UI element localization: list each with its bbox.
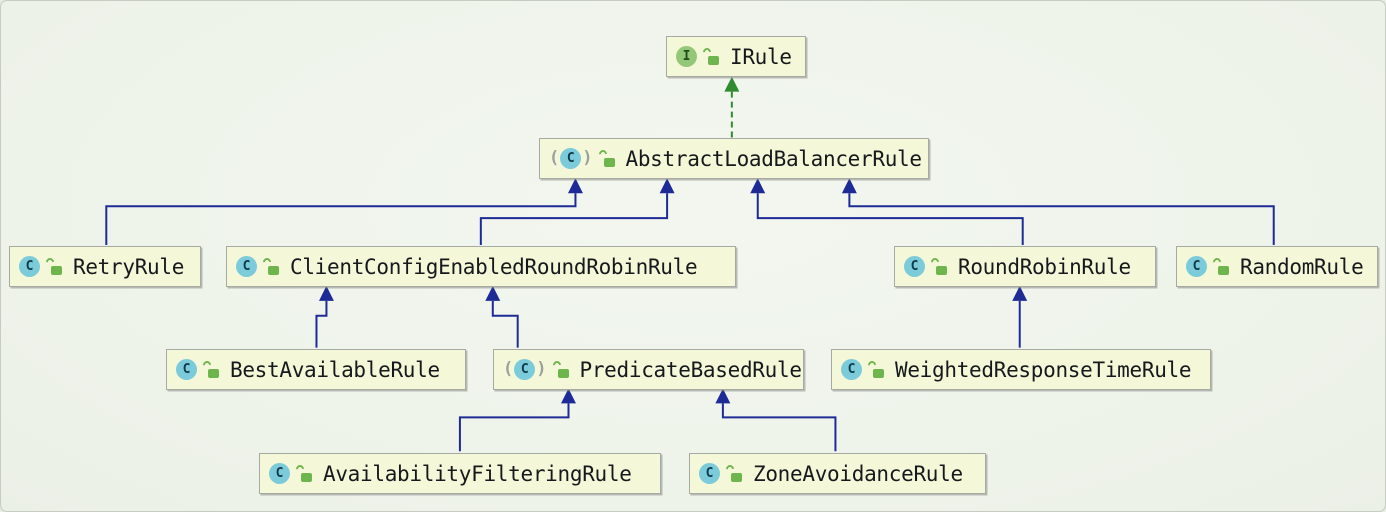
class-icon: C: [176, 359, 197, 380]
edge-BestAvailableRule-extends-ClientConfigEnabledRoundRobinRule: [315, 285, 334, 348]
edge-ZoneAvoidanceRule-extends-PredicateBasedRule: [715, 388, 837, 452]
class-name-label: PredicateBasedRule: [579, 357, 802, 382]
class-icon: C: [841, 359, 862, 380]
class-name-label: AbstractLoadBalancerRule: [625, 146, 923, 171]
abstract-class-icon: C: [549, 148, 593, 169]
public-lock-icon: [596, 148, 615, 167]
class-name-label: IRule: [730, 44, 792, 69]
class-name-label: AvailabilityFilteringRule: [323, 461, 632, 486]
public-lock-icon: [550, 359, 569, 378]
class-icon: C: [236, 256, 257, 277]
class-node-abstract-load-balancer-rule[interactable]: C AbstractLoadBalancerRule: [539, 138, 929, 179]
class-name-label: BestAvailableRule: [230, 357, 440, 382]
public-lock-icon: [201, 359, 219, 378]
class-name-label: ZoneAvoidanceRule: [753, 461, 963, 486]
class-icon: C: [699, 463, 720, 484]
edge-AbstractLoadBalancerRule-implements-IRule: [724, 76, 740, 138]
class-node-availability-filtering-rule[interactable]: C AvailabilityFilteringRule: [259, 453, 661, 494]
class-icon: C: [904, 256, 925, 277]
interface-node-irule[interactable]: I IRule: [666, 36, 806, 77]
edge-RandomRule-extends-AbstractLoadBalancerRule: [841, 178, 1275, 246]
edge-ClientConfigEnabledRoundRobinRule-extends-AbstractLoadBalancerRule: [479, 178, 675, 246]
public-lock-icon: [929, 256, 947, 275]
class-node-best-available-rule[interactable]: C BestAvailableRule: [166, 349, 466, 390]
public-lock-icon: [261, 256, 279, 275]
class-node-random-rule[interactable]: C RandomRule: [1176, 246, 1378, 287]
edge-WeightedResponseTimeRule-extends-RoundRobinRule: [1012, 285, 1028, 348]
class-node-round-robin-rule[interactable]: C RoundRobinRule: [894, 246, 1156, 287]
class-icon: C: [269, 463, 290, 484]
public-lock-icon: [294, 463, 312, 482]
public-lock-icon: [44, 256, 62, 275]
class-icon: C: [19, 256, 40, 277]
public-lock-icon: [724, 463, 742, 482]
public-lock-icon: [866, 359, 884, 378]
class-name-label: ClientConfigEnabledRoundRobinRule: [290, 254, 698, 279]
edge-RoundRobinRule-extends-AbstractLoadBalancerRule: [750, 178, 1024, 246]
class-node-retry-rule[interactable]: C RetryRule: [9, 246, 201, 287]
class-node-weighted-response-time-rule[interactable]: C WeightedResponseTimeRule: [831, 349, 1211, 390]
class-node-client-config-enabled-round-robin-rule[interactable]: C ClientConfigEnabledRoundRobinRule: [226, 246, 736, 287]
edge-RetryRule-extends-AbstractLoadBalancerRule: [105, 178, 583, 246]
class-name-label: RetryRule: [73, 254, 185, 279]
class-icon: C: [1186, 256, 1207, 277]
edge-AvailabilityFilteringRule-extends-PredicateBasedRule: [458, 388, 576, 452]
public-lock-icon: [1211, 256, 1229, 275]
edge-PredicateBasedRule-extends-ClientConfigEnabledRoundRobinRule: [485, 285, 519, 348]
class-name-label: RoundRobinRule: [958, 254, 1131, 279]
abstract-class-icon: C: [503, 359, 547, 380]
class-node-predicate-based-rule[interactable]: C PredicateBasedRule: [493, 349, 804, 390]
class-node-zone-avoidance-rule[interactable]: C ZoneAvoidanceRule: [689, 453, 986, 494]
public-lock-icon: [701, 46, 719, 65]
class-name-label: WeightedResponseTimeRule: [895, 357, 1192, 382]
class-name-label: RandomRule: [1240, 254, 1364, 279]
interface-icon: I: [676, 46, 697, 67]
